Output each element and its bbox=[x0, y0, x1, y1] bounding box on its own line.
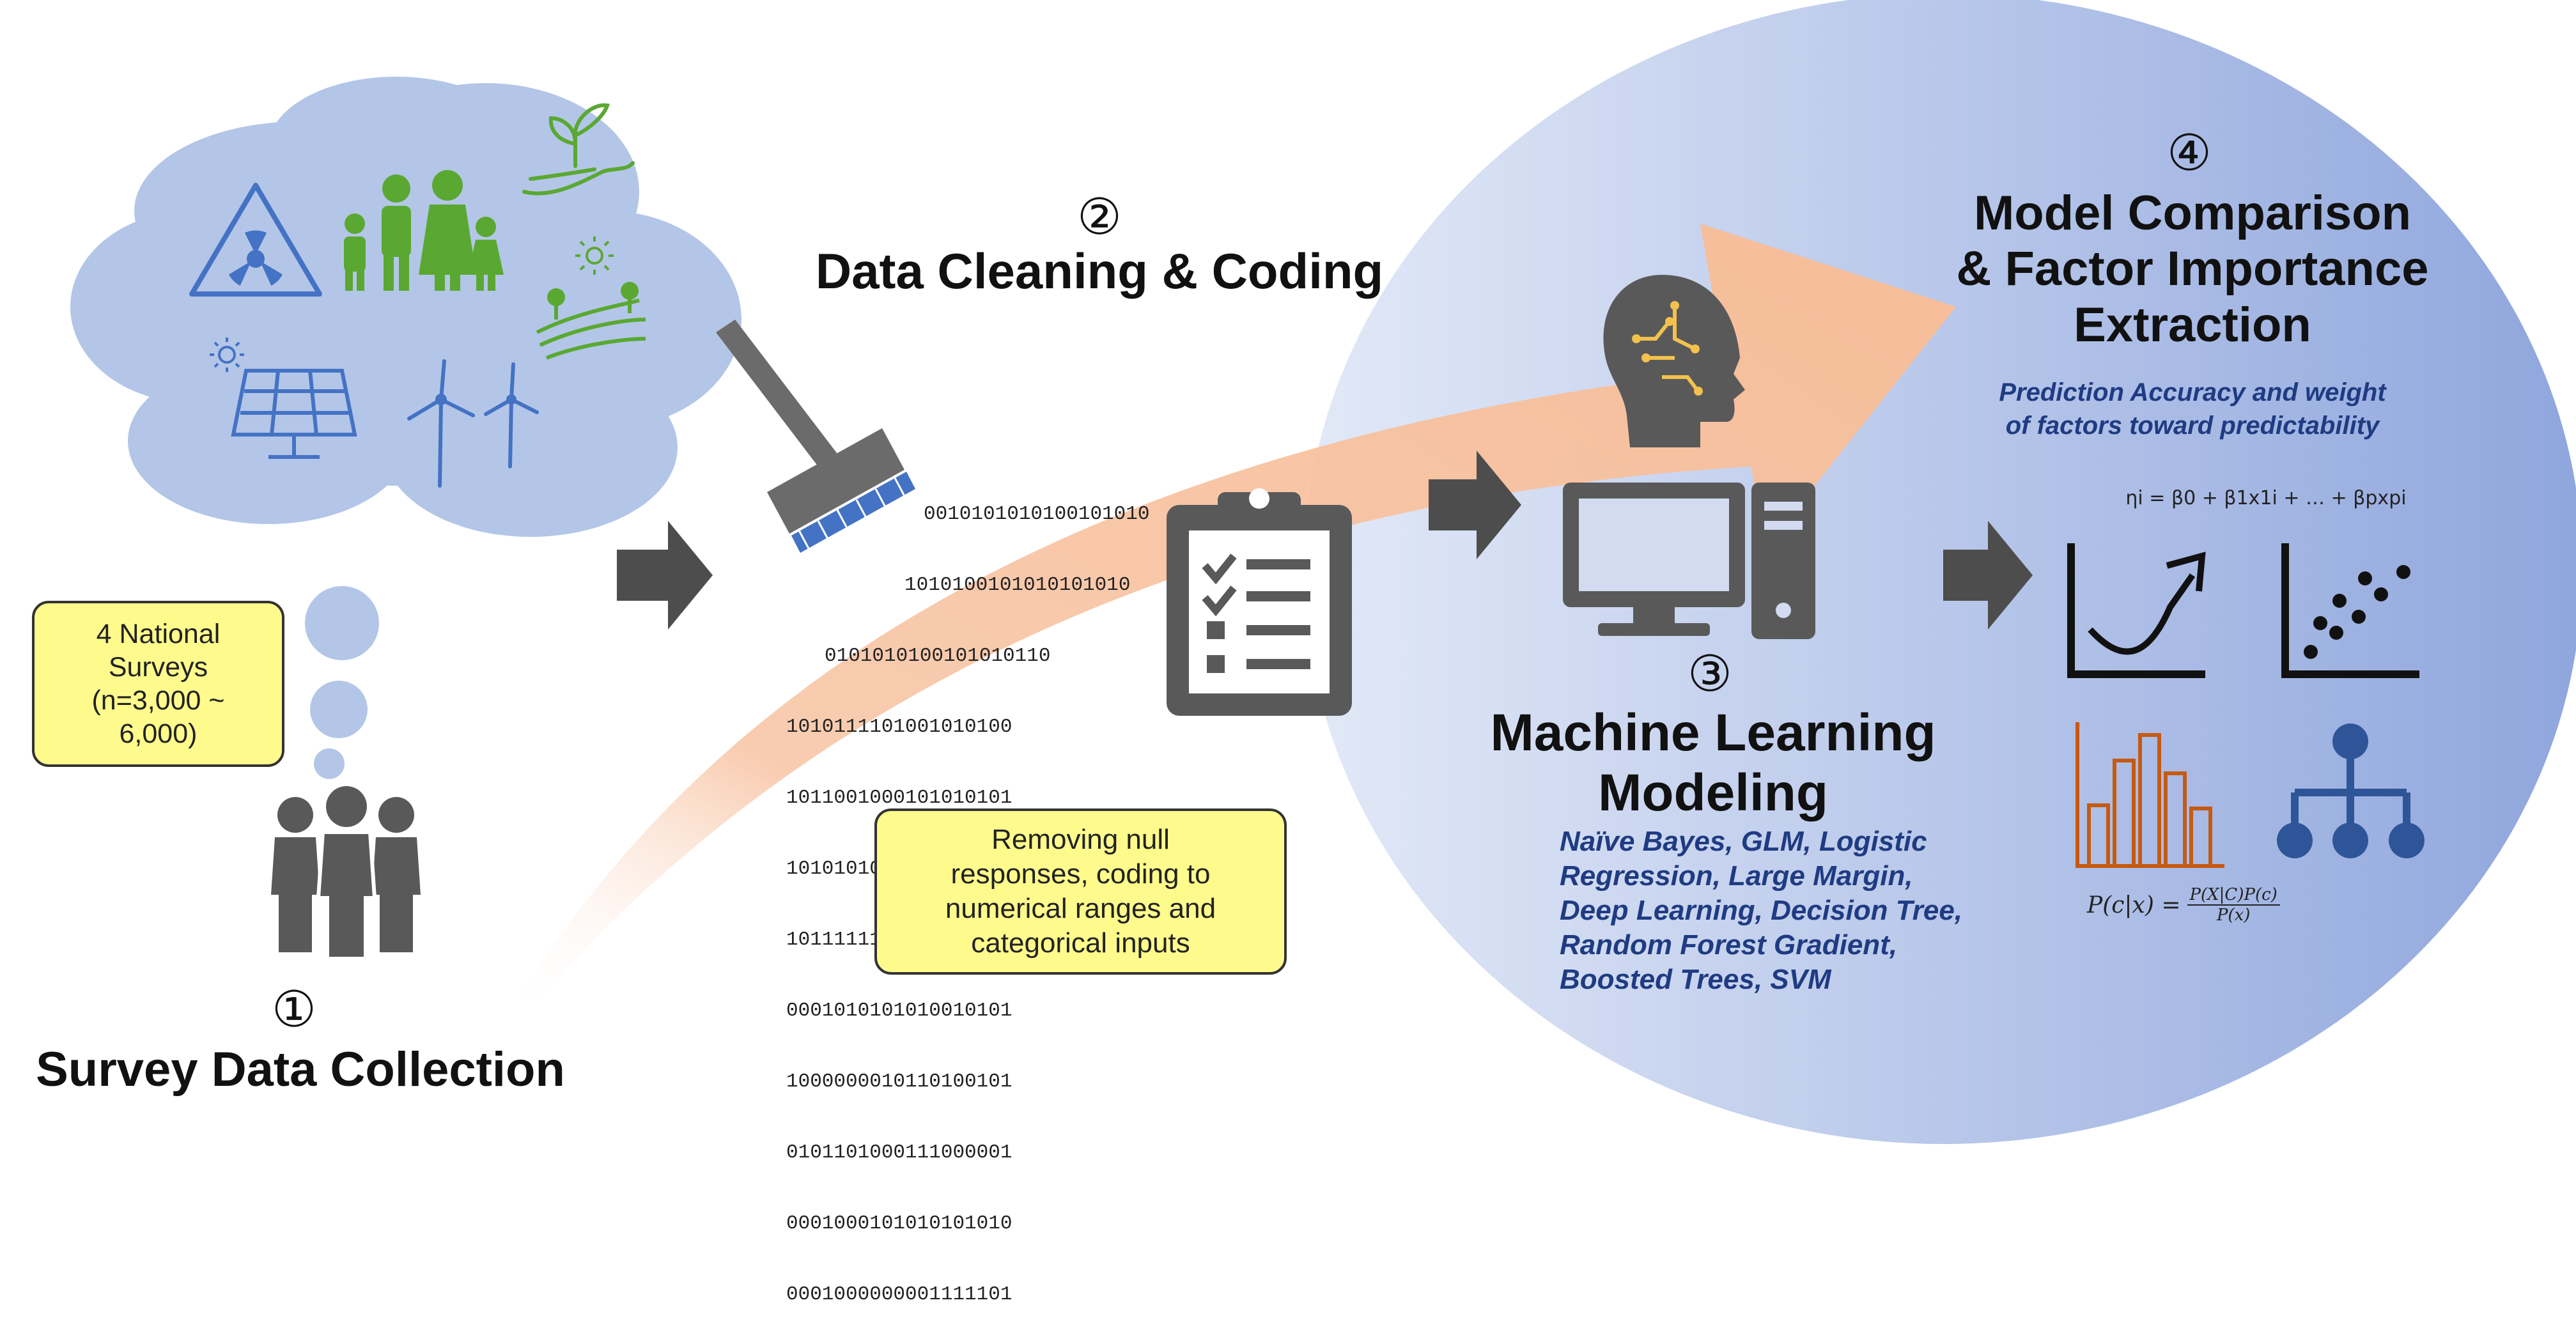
bayes-formula-fraction: P(X|C)P(c) P(x) bbox=[2187, 885, 2280, 925]
broom-icon bbox=[716, 320, 915, 553]
cleaning-note-line4: categorical inputs bbox=[971, 927, 1190, 959]
step-1-number: ① bbox=[272, 981, 316, 1039]
clipboard-checklist-icon bbox=[1167, 488, 1352, 716]
radiation-sign-icon bbox=[189, 183, 322, 297]
step-3-title-line2: Modeling bbox=[1598, 764, 1828, 823]
prediction-note-line1: Prediction Accuracy and weight bbox=[1999, 378, 2386, 406]
arrow-right-icon bbox=[617, 521, 713, 630]
models-line4: Random Forest Gradient, bbox=[1560, 929, 1898, 961]
thought-bubble-small bbox=[314, 748, 345, 779]
step-4-title-line2: & Factor Importance bbox=[1956, 242, 2429, 297]
surveys-note-line1: 4 National bbox=[96, 619, 221, 649]
curve-chart-icon bbox=[2067, 543, 2206, 678]
decision-tree-icon bbox=[2277, 723, 2425, 858]
solar-panel-icon bbox=[210, 337, 357, 459]
thought-bubble-medium bbox=[310, 681, 368, 738]
diagram-canvas bbox=[70, 0, 2576, 1144]
step-3-title: Machine Learning Modeling bbox=[1457, 703, 1969, 824]
models-line1: Naïve Bayes, GLM, Logistic bbox=[1560, 826, 1927, 857]
surveys-note-line4: 6,000) bbox=[119, 718, 198, 749]
survey-topics-cloud bbox=[70, 77, 741, 537]
binary-row: 1010100101010101010 bbox=[904, 574, 1131, 596]
wind-turbine-icon bbox=[407, 359, 539, 488]
step-2-title: Data Cleaning & Coding bbox=[815, 243, 1384, 299]
models-line5: Boosted Trees, SVM bbox=[1560, 964, 1831, 995]
binary-row: 0001010101010010101 bbox=[786, 1000, 1013, 1022]
cleaning-note-box: Removing null responses, coding to numer… bbox=[874, 808, 1287, 975]
binary-row: 1011001000101010101 bbox=[786, 787, 1013, 809]
bayes-formula-numerator: P(X|C)P(c) bbox=[2187, 885, 2280, 906]
step-3-number: ③ bbox=[1688, 646, 1732, 703]
binary-row: 0101101000111000001 bbox=[786, 1141, 1013, 1164]
arrow-right-icon bbox=[1429, 451, 1521, 559]
step-4-number: ④ bbox=[2167, 125, 2212, 182]
step-1-title: Survey Data Collection bbox=[36, 1042, 565, 1097]
farm-field-icon bbox=[536, 236, 646, 360]
step-2-number: ② bbox=[1077, 189, 1122, 246]
bar-chart-icon bbox=[2076, 722, 2224, 868]
surveys-note-box: 4 National Surveys (n=3,000 ~ 6,000) bbox=[32, 601, 284, 767]
brain-head-icon bbox=[1603, 275, 1745, 447]
step-3-title-line1: Machine Learning bbox=[1490, 704, 1936, 762]
bayes-formula-denominator: P(x) bbox=[2216, 906, 2251, 925]
models-line3: Deep Learning, Decision Tree, bbox=[1560, 895, 1963, 926]
plant-in-hand-icon bbox=[522, 103, 635, 196]
surveys-note-line3: (n=3,000 ~ bbox=[91, 685, 225, 716]
step-4-title-line3: Extraction bbox=[2074, 297, 2311, 352]
binary-row: 0001000000001111101 bbox=[786, 1283, 1013, 1306]
scatter-chart-icon bbox=[2281, 543, 2419, 678]
ml-models-list: Naïve Bayes, GLM, Logistic Regression, L… bbox=[1560, 824, 1969, 997]
cleaning-note-line2: responses, coding to bbox=[950, 858, 1211, 890]
people-group-icon bbox=[271, 786, 421, 961]
step-4-title: Model Comparison & Factor Importance Ext… bbox=[1905, 185, 2480, 353]
surveys-note-line2: Surveys bbox=[108, 652, 208, 683]
binary-row: 1000000010110100101 bbox=[786, 1071, 1013, 1093]
desktop-computer-icon bbox=[1563, 483, 1815, 639]
bayes-formula: P(c|x) = P(X|C)P(c) P(x) bbox=[2087, 885, 2280, 925]
step-4-title-line1: Model Comparison bbox=[1973, 186, 2412, 240]
modeling-ellipse bbox=[1304, 0, 2576, 1144]
arrow-right-icon bbox=[1943, 521, 2033, 630]
thought-bubble-large bbox=[305, 586, 379, 660]
binary-row: 0010101010100101010 bbox=[924, 503, 1150, 525]
bayes-formula-lhs: P(c|x) = bbox=[2087, 892, 2181, 918]
cleaning-note-line3: numerical ranges and bbox=[945, 893, 1216, 924]
family-icon bbox=[344, 170, 504, 291]
prediction-accuracy-note: Prediction Accuracy and weight of factor… bbox=[1943, 376, 2442, 442]
prediction-note-line2: of factors toward predictability bbox=[2005, 412, 2380, 440]
binary-row: 0001000101010101010 bbox=[786, 1212, 1013, 1235]
models-line2: Regression, Large Margin, bbox=[1560, 860, 1913, 892]
binary-row: 1010111101001010100 bbox=[786, 716, 1013, 738]
cleaning-note-line1: Removing null bbox=[991, 824, 1170, 855]
binary-row: 0101010100101010110 bbox=[825, 645, 1051, 667]
process-arrow-band bbox=[511, 224, 1956, 1023]
glm-formula: ηi = β0 + β1x1i + … + βpxpi bbox=[2125, 487, 2407, 509]
